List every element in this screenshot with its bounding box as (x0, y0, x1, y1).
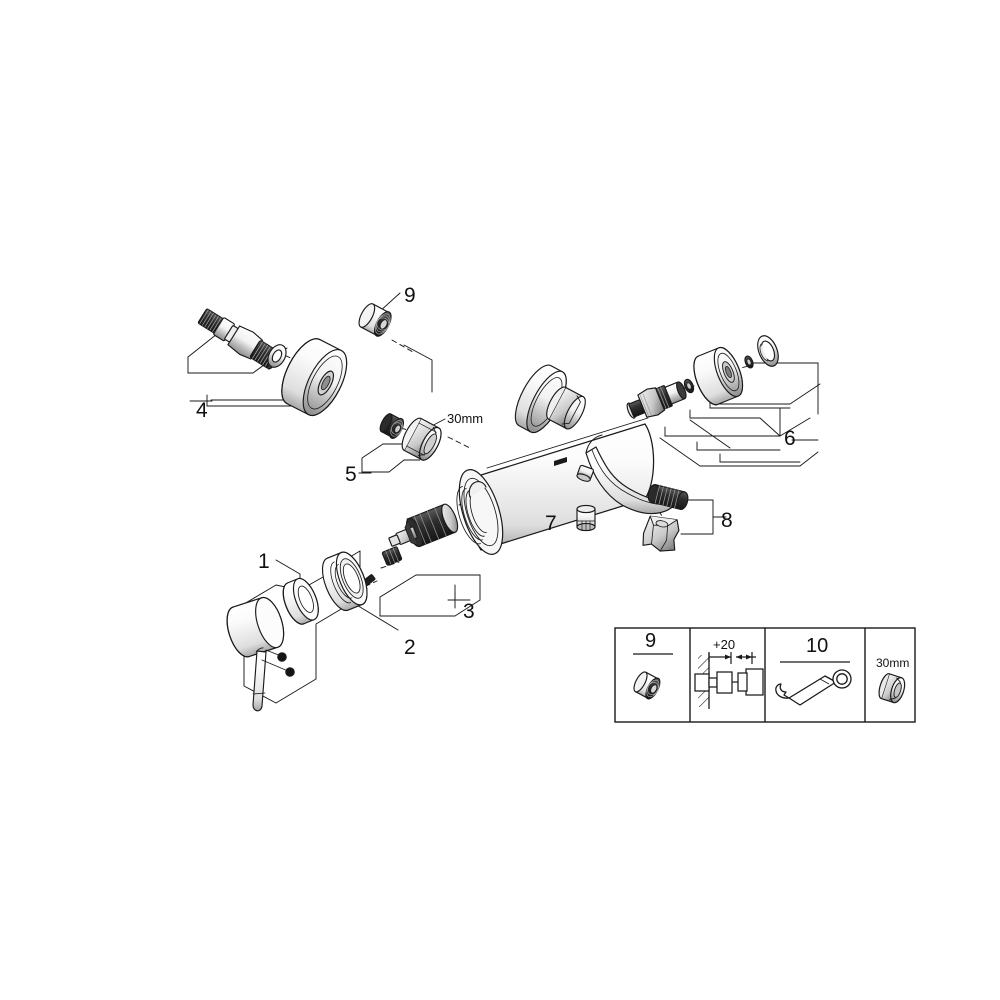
part-6-end-ring (757, 335, 779, 367)
mixer-body-assembly (456, 364, 680, 555)
callout-1: 1 (258, 550, 270, 573)
part-6-eccentric-connector (626, 381, 687, 419)
legend-cell-9 (633, 653, 673, 700)
callout-8: 8 (721, 509, 733, 532)
part-3-retainer (381, 546, 403, 566)
legend-label-9: 9 (645, 630, 657, 652)
part-8-outlet-collar (647, 483, 689, 511)
legend-label-plus20: +20 (713, 637, 736, 652)
callout-9: 9 (404, 284, 416, 307)
rosette-escutcheon-left (281, 338, 348, 417)
legend-label-10: 10 (806, 635, 829, 657)
legend-cell-10 (775, 661, 852, 706)
part-2-seal-ring (282, 577, 319, 625)
legend-label-30mm: 30mm (876, 656, 910, 670)
part-5-seal (379, 413, 405, 439)
callout-6: 6 (784, 427, 796, 450)
part-7-restrictor-sleeve (576, 504, 596, 532)
callout-2: 2 (404, 636, 416, 659)
part-4-eccentric-connector (197, 308, 281, 370)
legend-cell-30mm (878, 673, 906, 704)
part-9-filter-bush-top (358, 303, 392, 337)
callout-3: 3 (463, 600, 475, 623)
legend-cell-wall-offset (694, 652, 764, 709)
part-6-rosette (693, 346, 744, 406)
part-2-cap-ring (321, 551, 368, 612)
callout-7: 7 (545, 512, 557, 535)
part-8-diverter-body (642, 515, 680, 552)
part-3-cartridge (388, 503, 459, 548)
callout-5: 5 (345, 463, 357, 486)
part-1-lever-handle (226, 596, 295, 712)
dimension-label-30mm: 30mm (447, 411, 484, 426)
part-4-washer (267, 344, 287, 368)
callout-4: 4 (196, 399, 208, 422)
part-5-union-nut-30mm (401, 417, 442, 461)
part-6-nut (744, 355, 754, 369)
